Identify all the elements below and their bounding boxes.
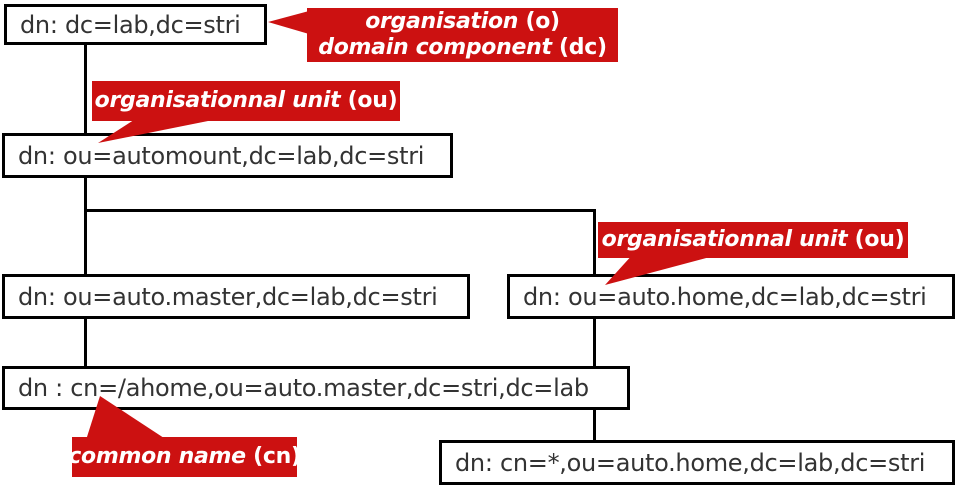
callout-common-name: common name (cn): [68, 437, 301, 477]
callout-organisationnal-unit-auto-home: organisationnal unit (ou): [598, 222, 908, 258]
dn-text-star-wildcard: dn: cn=*,ou=auto.home,dc=lab,dc=stri: [455, 448, 926, 477]
callout-abbr: (dc): [551, 35, 607, 60]
callout-abbr: (ou): [340, 88, 398, 113]
callout-abbr: (cn): [245, 444, 301, 469]
callout-text-line: domain component (dc): [318, 35, 607, 61]
callout-term: organisationnal unit: [601, 227, 848, 252]
callout-organisation-domain-component: organisation (o) domain component (dc): [307, 8, 618, 62]
dn-text-ahome: dn : cn=/ahome,ou=auto.master,dc=stri,dc…: [18, 374, 589, 402]
dn-node-ahome: dn : cn=/ahome,ou=auto.master,dc=stri,dc…: [2, 366, 630, 410]
callout-text-line: organisationnal unit (ou): [602, 227, 905, 253]
callout-text-line: common name (cn): [68, 444, 301, 470]
dn-node-automount: dn: ou=automount,dc=lab,dc=stri: [2, 133, 453, 178]
callout-term: common name: [68, 444, 246, 469]
callout-abbr: (ou): [847, 227, 905, 252]
dn-node-star-wildcard: dn: cn=*,ou=auto.home,dc=lab,dc=stri: [439, 440, 955, 485]
callout-text-line: organisation (o): [365, 9, 560, 35]
dn-node-root: dn: dc=lab,dc=stri: [4, 4, 267, 45]
callout-term: organisationnal unit: [94, 88, 341, 113]
callout-term: domain component: [318, 35, 552, 60]
dn-node-auto-home: dn: ou=auto.home,dc=lab,dc=stri: [507, 274, 955, 319]
dn-text-automount: dn: ou=automount,dc=lab,dc=stri: [18, 141, 425, 170]
dn-text-root: dn: dc=lab,dc=stri: [20, 10, 241, 39]
callout-abbr: (o): [518, 9, 560, 34]
dn-text-auto-master: dn: ou=auto.master,dc=lab,dc=stri: [18, 282, 438, 311]
callout-term: organisation: [365, 9, 519, 34]
dn-text-auto-home: dn: ou=auto.home,dc=lab,dc=stri: [523, 282, 927, 311]
callout-pointer-organisation: [268, 11, 309, 34]
callout-text-line: organisationnal unit (ou): [95, 88, 398, 114]
callout-organisationnal-unit-automount: organisationnal unit (ou): [92, 81, 400, 121]
dn-node-auto-master: dn: ou=auto.master,dc=lab,dc=stri: [2, 274, 470, 319]
